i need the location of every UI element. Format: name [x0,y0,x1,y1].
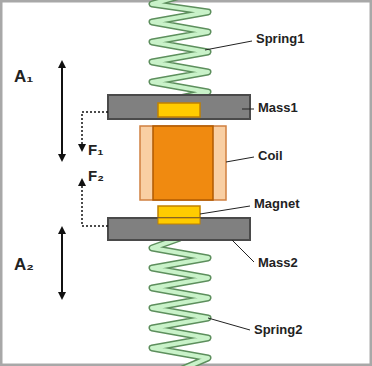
leader-lines [200,41,254,330]
part-label: Mass2 [258,256,298,270]
part-label: Magnet [254,197,300,211]
part-label: Spring1 [256,32,304,46]
force-arrow [82,180,108,226]
amplitude-label: A₁ [14,68,33,87]
magnet-block [158,218,200,224]
mass-block [108,95,250,119]
part-label: Mass1 [258,101,298,115]
spring-bottom [152,238,208,366]
amplitude-arrow [61,62,63,160]
force-label: F₂ [88,168,104,185]
force-label: F₁ [88,142,103,159]
amplitude-arrow [61,228,63,298]
coil-body [140,126,226,200]
amplitude-label: A₂ [14,256,34,275]
part-label: Spring2 [254,323,302,337]
part-label: Coil [258,149,283,163]
mass-block [108,218,250,240]
coil-core [153,126,213,200]
magnet-block [158,103,200,117]
spring-top [152,0,208,98]
